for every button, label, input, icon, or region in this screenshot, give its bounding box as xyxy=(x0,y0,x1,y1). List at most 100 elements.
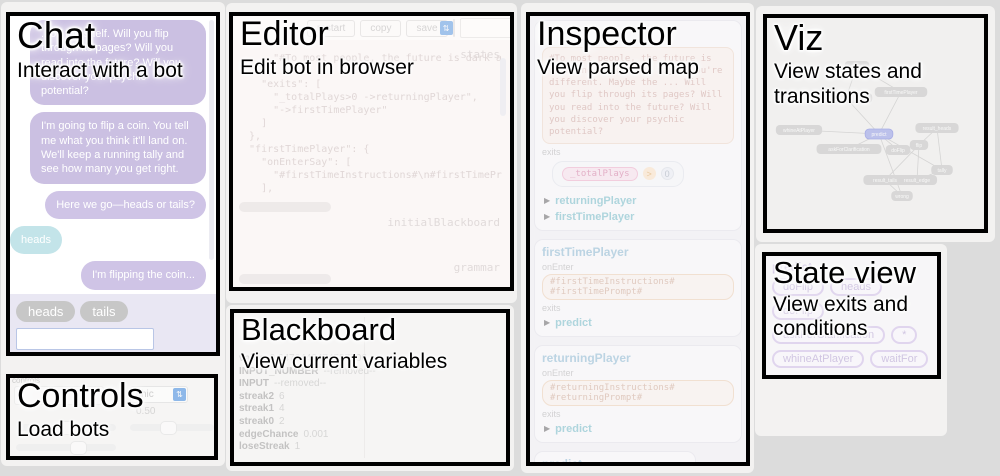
code-line: "->firstTimePlayer" xyxy=(237,105,388,116)
chat-panel: ...off the shelf. Will you flip through … xyxy=(6,12,220,356)
code-line: "exits": [ xyxy=(237,79,322,90)
blackboard-section-label: initialBlackboard xyxy=(387,216,500,229)
exit-pill[interactable]: heads xyxy=(829,278,882,296)
slider-thumb[interactable] xyxy=(160,421,177,435)
variable-row: loseStreak 1 xyxy=(239,441,376,454)
divider xyxy=(364,317,365,458)
bot-select[interactable]: chic ⇅ xyxy=(130,386,188,403)
svg-text:predict: predict xyxy=(871,132,887,138)
chat-message: Here we go—heads or tails? xyxy=(45,190,206,219)
editor-preview: restart copy save ⇅ states "#To most peo… xyxy=(233,16,510,287)
code-line: "_totalPlays>0 ->returningPlayer", xyxy=(237,92,478,103)
operator-icon: > xyxy=(642,167,656,181)
slider[interactable] xyxy=(130,421,214,435)
svg-text:returningPlayer: returningPlayer xyxy=(829,96,863,102)
svg-text:tally: tally xyxy=(938,168,947,174)
chat-message: heads xyxy=(10,225,62,255)
variable-value: 0.6476440474587706 xyxy=(269,353,367,364)
variable-name: loseStreak xyxy=(239,441,290,453)
state-link[interactable]: ▶ returningPlayer xyxy=(544,195,734,207)
inspector-preview: #To most people, the future is dark and … xyxy=(530,16,746,462)
play-icon: ▶ xyxy=(544,196,551,206)
variable-row: INPUT_NUMBER --removed-- xyxy=(239,366,376,379)
editor-panel: restart copy save ⇅ states "#To most peo… xyxy=(229,12,514,291)
svg-text:askForClarification: askForClarification xyxy=(828,147,870,153)
variable-row: streak0 2 xyxy=(239,416,376,429)
variable-name: streak2 xyxy=(239,390,275,402)
state-view-panel: predict doFlip heads doFlip askForClarif… xyxy=(762,252,941,379)
exit-row[interactable]: doFlip heads xyxy=(772,278,931,296)
variable-name: streak1 xyxy=(239,403,275,415)
exit-row[interactable]: askForClarification * xyxy=(772,326,931,344)
exit-pill[interactable]: whineAtPlayer xyxy=(772,350,865,368)
state-card-title: firstTimePlayer xyxy=(542,244,629,259)
exit-pill[interactable]: waitFor xyxy=(870,350,929,368)
chat-message: I'm going to flip a coin. You tell me wh… xyxy=(30,112,206,184)
viz-graph-svg[interactable]: originreturningPlayerfirstTimePlayerwhin… xyxy=(767,18,984,229)
chat-message-list: ...off the shelf. Will you flip through … xyxy=(10,16,216,352)
chat-input[interactable] xyxy=(16,328,154,350)
controls-preview: controls chic ⇅ 0.50 xyxy=(10,378,214,456)
chat-scrollbar[interactable] xyxy=(209,20,214,260)
variable-value: --removed-- xyxy=(274,378,327,390)
variable-value: 6 xyxy=(279,390,285,402)
variable-name: INPUT xyxy=(239,378,269,390)
code-editor[interactable]: "#To most people, the future is dark a ]… xyxy=(237,52,502,195)
state-link[interactable]: ▶ predict xyxy=(544,423,734,435)
variable-value: 4 xyxy=(279,403,285,415)
decor-pill xyxy=(239,202,331,212)
exit-pill[interactable]: askForClarification xyxy=(772,326,886,344)
slider-thumb[interactable] xyxy=(70,441,87,455)
exit-condition: _totalPlays > 0 xyxy=(552,160,684,187)
onenter-label: onEnter xyxy=(542,367,574,378)
save-name-input[interactable] xyxy=(459,18,510,38)
variable-value: --removed-- xyxy=(323,365,376,377)
exit-row[interactable]: doFlip xyxy=(772,302,931,320)
state-link-label: predict xyxy=(555,422,592,435)
code-line: ], xyxy=(237,66,274,77)
svg-text:result_tails: result_tails xyxy=(873,178,897,184)
code-line: "firstTimePlayer": { xyxy=(237,144,370,155)
svg-text:result_edge: result_edge xyxy=(904,178,930,184)
exit-pill[interactable]: doFlip xyxy=(772,278,824,296)
code-line: ] xyxy=(237,118,268,129)
slider[interactable] xyxy=(16,421,116,435)
exit-pill[interactable]: * xyxy=(891,326,918,344)
grammar-section-label: grammar xyxy=(453,261,500,274)
bot-version-select[interactable]: ⇅ xyxy=(439,19,455,37)
variable-name: edgeChance xyxy=(239,428,299,440)
svg-text:whineAtPlayer: whineAtPlayer xyxy=(783,128,815,134)
firstTimePlayer-state-card: firstTimePlayer onEnter #firstTimeInstru… xyxy=(534,238,742,337)
say-text: #To most people, the future is dark and … xyxy=(542,47,734,144)
editor-scrollbar[interactable] xyxy=(500,58,506,116)
restart-button[interactable]: restart xyxy=(307,19,356,37)
bot-select-value: chic xyxy=(136,389,154,400)
variable-row: streak2 6 xyxy=(239,391,376,404)
variable-value: 1 xyxy=(294,441,301,453)
svg-text:flip: flip xyxy=(916,143,923,149)
code-line: }, xyxy=(237,131,262,142)
variable-value: 0.001 xyxy=(303,428,329,440)
exit-pill[interactable]: doFlip xyxy=(772,302,824,320)
variable-row: streak1 4 xyxy=(239,403,376,416)
copy-button[interactable]: copy xyxy=(360,19,402,37)
state-link[interactable]: ▶ firstTimePlayer xyxy=(544,211,734,223)
play-icon: ▶ xyxy=(544,212,551,222)
exit-row[interactable]: whineAtPlayer waitFor xyxy=(772,350,931,368)
state-link[interactable]: ▶ predict xyxy=(544,317,734,329)
slider-thumb[interactable] xyxy=(58,421,75,435)
chat-message: I'm flipping the coin... xyxy=(81,261,206,290)
state-view-preview: predict doFlip heads doFlip askForClarif… xyxy=(766,256,937,375)
code-line: "#firstTimeInstructions#\n#firstTimePr xyxy=(237,170,502,181)
controls-caption: controls xyxy=(12,376,41,385)
variable-pill: _totalPlays xyxy=(562,166,638,181)
slider[interactable] xyxy=(16,441,116,455)
bot-file-box[interactable] xyxy=(14,386,104,405)
state-card-title: returningPlayer xyxy=(542,350,631,365)
quick-reply-heads-button[interactable]: heads xyxy=(16,301,76,322)
quick-reply-tails-button[interactable]: tails xyxy=(80,301,128,322)
state-link-label: returningPlayer xyxy=(555,194,637,207)
chat-message: ...off the shelf. Will you flip through … xyxy=(30,20,206,106)
